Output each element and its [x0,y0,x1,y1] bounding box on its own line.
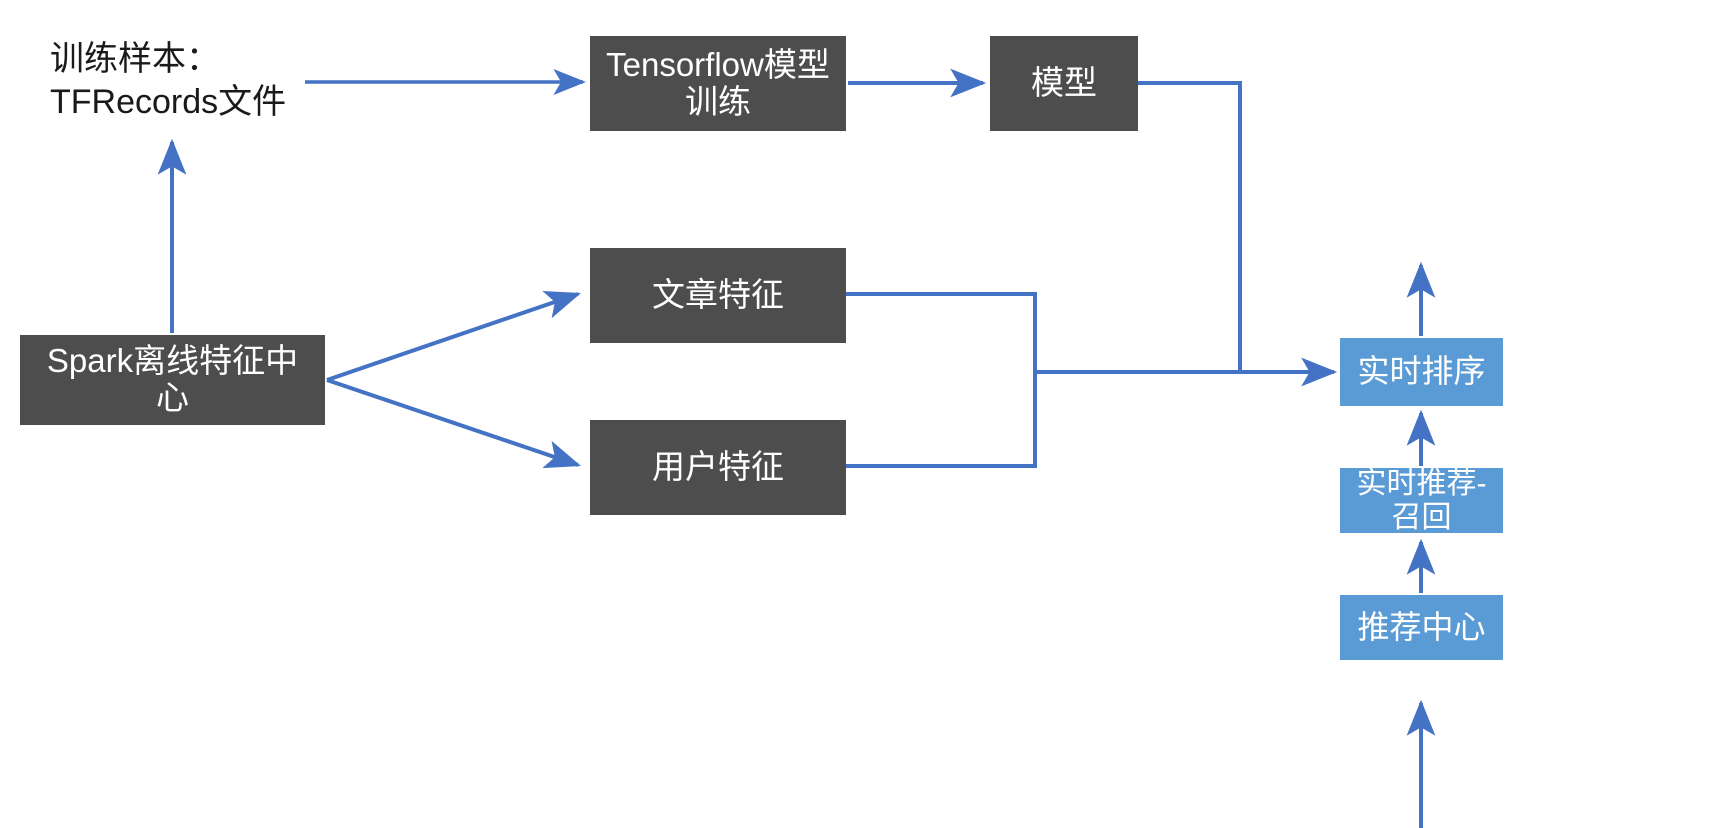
edge-article-feature-to-bus [846,292,1037,372]
node-recommend-center[interactable]: 推荐中心 [1340,595,1503,660]
node-article-feature-label: 文章特征 [652,276,784,314]
node-model-label: 模型 [1031,64,1097,102]
node-realtime-ranking-label: 实时排序 [1357,353,1486,390]
node-user-feature-label: 用户特征 [652,448,784,486]
node-realtime-ranking[interactable]: 实时排序 [1340,338,1503,406]
edge-spark-to-user-feature [326,378,582,469]
node-training-sample: 训练样本： TFRecords文件 [50,38,340,130]
edge-user-feature-to-bus [846,372,1037,468]
node-spark-feature-center[interactable]: Spark离线特征中 心 [20,335,325,425]
node-recommend-center-label: 推荐中心 [1357,608,1486,645]
edge-spark-to-article-feature [326,291,582,382]
node-training-sample-label: 训练样本： TFRecords文件 [50,40,287,121]
edge-model-to-realtime-ranking [1137,81,1242,372]
node-article-feature[interactable]: 文章特征 [590,248,846,343]
node-realtime-recall-label: 实时推荐-召回 [1356,466,1487,534]
node-user-feature[interactable]: 用户特征 [590,420,846,515]
node-realtime-recall[interactable]: 实时推荐-召回 [1340,466,1503,534]
node-tensorflow-training-label: Tensorflow模型 训练 [606,45,830,120]
node-model[interactable]: 模型 [990,36,1138,131]
node-tensorflow-training[interactable]: Tensorflow模型 训练 [590,36,846,131]
node-spark-feature-center-label: Spark离线特征中 心 [46,342,299,416]
